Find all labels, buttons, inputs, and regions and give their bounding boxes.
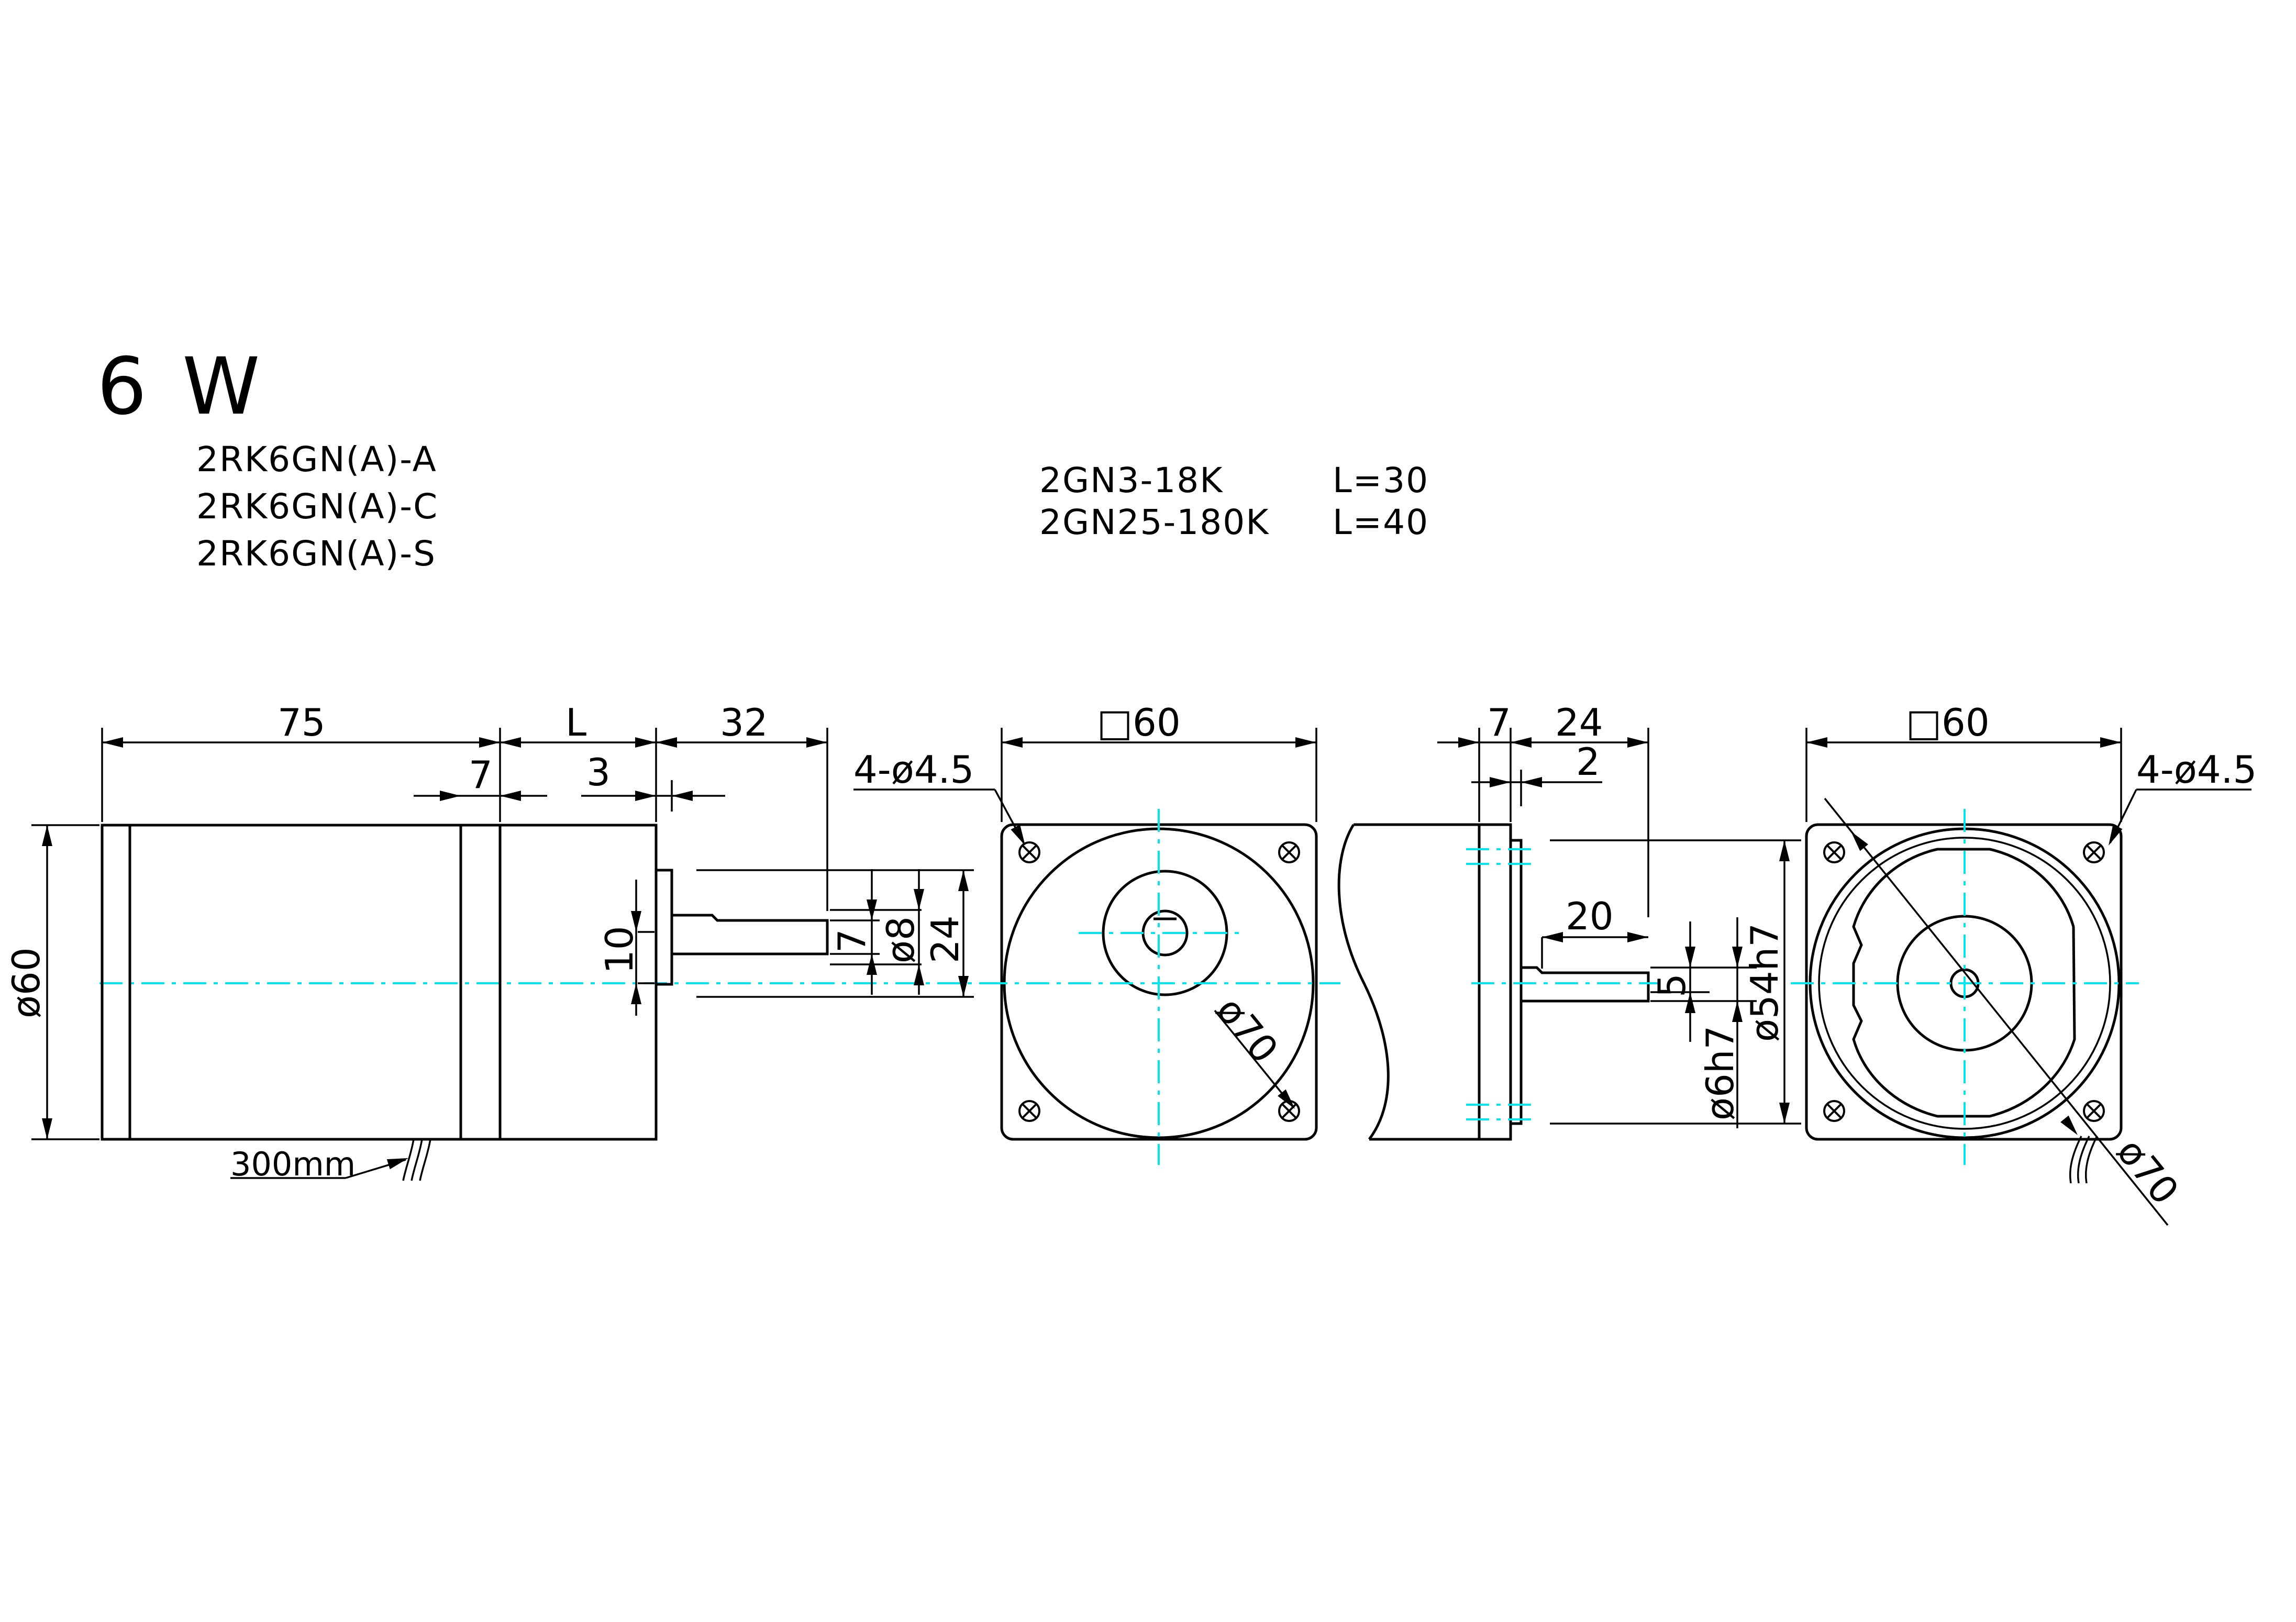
- rear-view: □60 4-ø4.5 ø70: [1791, 701, 2257, 1226]
- gearhead-1-length: L=30: [1333, 460, 1429, 501]
- break-line: [1337, 824, 1390, 1140]
- rear-mount-hole-bl: [1823, 1100, 1845, 1122]
- mount-hole-tr: [1278, 841, 1300, 863]
- title-block: 6 W 2RK6GN(A)-A 2RK6GN(A)-C 2RK6GN(A)-S …: [97, 341, 1429, 574]
- inner-profile: [1852, 848, 2076, 1118]
- dim-shaft-diameter-alt: ø6h7: [1698, 1026, 1742, 1120]
- alt-side-view: 7 24 2 20 5 ø6h7 ø54h7: [1337, 701, 1801, 1141]
- dim-pilot-diameter: ø54h7: [1743, 923, 1787, 1042]
- lead-wires: [402, 1139, 431, 1181]
- model-3: 2RK6GN(A)-S: [196, 534, 436, 574]
- dim-shaft-length-alt: 24: [1555, 701, 1603, 745]
- dim-shaft-diameter: ø8: [879, 916, 923, 963]
- model-2: 2RK6GN(A)-C: [196, 486, 438, 527]
- rear-mount-hole-tl: [1823, 841, 1845, 863]
- model-1: 2RK6GN(A)-A: [196, 439, 437, 480]
- gearhead-1-model: 2GN3-18K: [1039, 460, 1224, 501]
- rear-mount-hole-tr: [2083, 841, 2105, 863]
- dim-boss-height: 10: [597, 926, 641, 974]
- rear-lead-wires: [2069, 1136, 2098, 1184]
- dim-shaft-length: 32: [720, 701, 768, 745]
- dim-key-width: 7: [830, 929, 874, 953]
- mount-hole-tl: [1018, 841, 1040, 863]
- rear-holes-note: 4-ø4.5: [2136, 748, 2257, 792]
- dim-motor-diameter: ø60: [4, 947, 48, 1018]
- rear-mount-hole-br: [2083, 1100, 2105, 1122]
- pcd-note: ø70: [1208, 988, 1287, 1071]
- side-view: 75 L 32 7 3 ø60 10 7: [4, 701, 984, 1183]
- output-shaft: [672, 914, 829, 956]
- dim-shoulder: 2: [1576, 740, 1600, 784]
- mount-hole-bl: [1018, 1100, 1040, 1122]
- dim-boss-diameter: 24: [923, 915, 967, 963]
- dim-flange-width-alt: 7: [1487, 701, 1511, 745]
- gearhead-2-length: L=40: [1333, 502, 1429, 542]
- flange: [1478, 823, 1512, 1141]
- dim-gear-length: L: [565, 701, 586, 745]
- pilot-boss: [655, 869, 673, 986]
- dim-flat: 5: [1650, 973, 1694, 997]
- keyed-shaft: [1521, 966, 1650, 1003]
- dim-motor-length: 75: [278, 701, 326, 745]
- holes-note: 4-ø4.5: [853, 748, 974, 792]
- dim-frame-size: □60: [1097, 701, 1181, 745]
- dim-pilot-gap: 3: [586, 750, 611, 794]
- front-view: □60 4-ø4.5 ø70: [853, 701, 1340, 1165]
- lead-length: 300mm: [230, 1145, 356, 1183]
- gearhead-2-model: 2GN25-180K: [1039, 502, 1270, 542]
- dim-key-length: 20: [1566, 894, 1614, 938]
- rear-pcd-note: ø70: [2109, 1130, 2188, 1213]
- dim-rear-frame-size: □60: [1906, 701, 1990, 745]
- dim-flange-width: 7: [469, 753, 493, 797]
- power-rating: 6 W: [97, 341, 265, 432]
